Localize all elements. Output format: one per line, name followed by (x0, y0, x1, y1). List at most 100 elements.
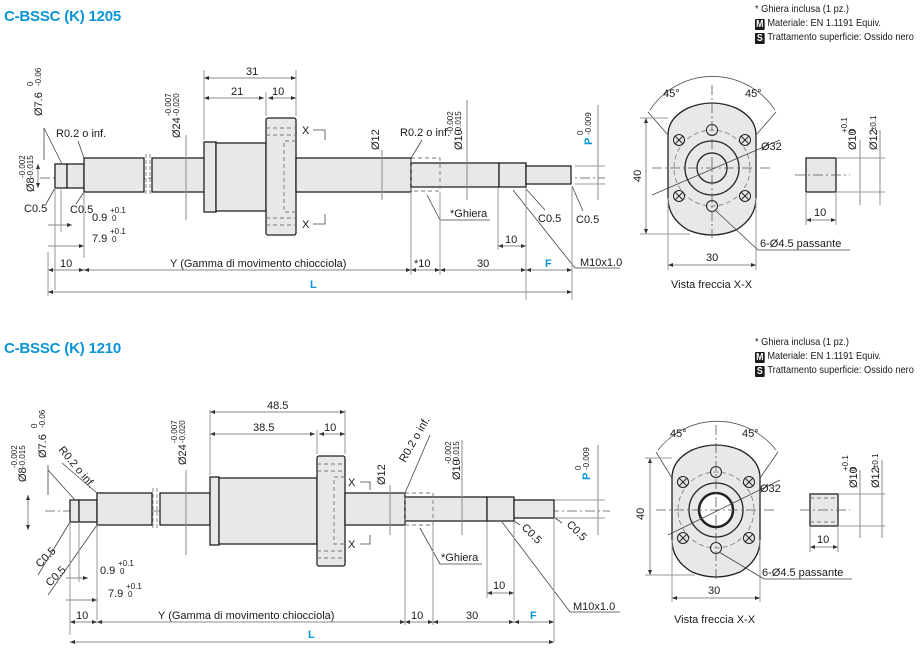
dim-seg-f: F (530, 610, 537, 622)
collar-od: Ø12 (868, 129, 880, 150)
dim-d8-tol-low: -0.015 (26, 155, 35, 178)
dim-d24-tol-low: -0.020 (178, 420, 187, 443)
label-c05-c: C0.5 (538, 213, 561, 225)
drawing-title: C-BSSC (K) 1210 (4, 340, 122, 357)
shaft-end (54, 163, 68, 189)
material-icon: M (755, 352, 765, 363)
shaft-mid (151, 157, 207, 193)
dim-nut-total: 31 (246, 66, 258, 78)
shaft-right (295, 157, 412, 193)
dim-09: 0.9 (100, 565, 115, 577)
label-c05-d: C0.5 (576, 214, 599, 226)
dim-d12: Ø12 (370, 129, 382, 150)
flange-view (647, 76, 781, 238)
collar-id: Ø10 (847, 129, 859, 150)
dim-09-tol-low: 0 (112, 214, 117, 223)
collar-od-tol: ±0.1 (871, 453, 880, 469)
dim-p-tol-low: -0.009 (584, 112, 593, 135)
dim-79-tol-up: +0.1 (110, 227, 126, 236)
collar-id-tol-low: 0 (848, 128, 857, 133)
dim-d10: Ø10 (453, 129, 465, 150)
dim-d24-tol-low: -0.020 (172, 93, 181, 116)
label-ghiera: *Ghiera (441, 552, 479, 564)
dim-seg-ghiera: *10 (414, 258, 431, 270)
material-text: Materiale: EN 1.1191 Equiv. (767, 350, 882, 362)
dim-d8-tol-up: -0.002 (18, 155, 27, 178)
dim-d8: Ø8 (17, 467, 29, 482)
dim-seg-y: Y (Gamma di movimento chiocciola) (158, 610, 334, 622)
dim-seg-y: Y (Gamma di movimento chiocciola) (170, 258, 346, 270)
side-view-drawing: X X 48.5 38.5 10 Ø24 -0.007 -0.020 Ø7.6 … (10, 400, 885, 644)
collar-od: Ø12 (870, 467, 882, 488)
dim-total-l: L (308, 629, 315, 641)
dim-d76-tol-up: 0 (26, 81, 35, 86)
dim-d24-tol-up: -0.007 (164, 93, 173, 116)
label-c05-a: C0.5 (34, 545, 59, 570)
shaft-left (83, 157, 145, 193)
dim-thread-len: 10 (493, 580, 505, 592)
nut-collar (203, 141, 217, 213)
collar-id-tol-low: 0 (849, 466, 858, 471)
dim-79-tol-low: 0 (112, 235, 117, 244)
label-c05-b: C0.5 (70, 204, 93, 216)
dim-d76: Ø7.6 (37, 434, 49, 458)
drawing-1205: C-BSSC (K) 1205 * Ghiera inclusa (1 pz.)… (4, 3, 914, 300)
view-angle-left: 45° (663, 88, 680, 100)
material-text: Materiale: EN 1.1191 Equiv. (767, 17, 882, 29)
label-c05-c: C0.5 (519, 522, 544, 547)
view-angle-right: 45° (742, 428, 759, 440)
dim-d10-tol-up: -0.002 (444, 441, 453, 464)
dim-d10-tol-up: -0.002 (446, 111, 455, 134)
dim-79: 7.9 (92, 233, 107, 245)
side-view-drawing: X X 31 21 10 Ø24 -0.007 -0.020 Ø7.6 0 -0… (18, 66, 885, 300)
surface-text: Trattamento superficie: Ossido nero (767, 364, 914, 376)
section-mark-top: X (302, 125, 310, 137)
dim-d76-tol-up: 0 (30, 423, 39, 428)
thread-section (498, 162, 527, 188)
surface-text: Trattamento superficie: Ossido nero (767, 31, 914, 43)
section-mark-top: X (348, 477, 356, 489)
dim-d10-tol-low: -0.015 (454, 111, 463, 134)
shaft-tip (525, 165, 572, 185)
view-holes: 6-Ø4.5 passante (762, 567, 843, 579)
collar-od-tol: ±0.1 (869, 115, 878, 131)
label-c05-a: C0.5 (24, 203, 47, 215)
dim-seg-ghiera: 10 (411, 610, 423, 622)
dim-09-tol-up: +0.1 (110, 206, 126, 215)
dim-d10-tol-low: -0.015 (452, 441, 461, 464)
dim-d76-tol-low: -0.06 (38, 409, 47, 428)
dim-p: P (583, 138, 595, 145)
collar-len: 10 (814, 207, 826, 219)
dim-nut-flange: 10 (324, 422, 336, 434)
view-caption: Vista freccia X-X (674, 614, 756, 626)
dim-d24: Ø24 (177, 444, 189, 465)
view-width: 30 (706, 252, 718, 264)
dim-d24: Ø24 (171, 117, 183, 138)
label-r02-left: R0.2 o inf. (56, 128, 106, 140)
flange-view (655, 420, 781, 580)
dim-p-tol-up: 0 (574, 465, 583, 470)
dim-nut-total: 48.5 (267, 400, 288, 412)
view-height: 40 (632, 170, 644, 182)
dim-09: 0.9 (92, 212, 107, 224)
shaft-groove (66, 163, 85, 189)
drawing-1210: C-BSSC (K) 1210 * Ghiera inclusa (1 pz.)… (0, 330, 921, 650)
view-caption: Vista freccia X-X (671, 279, 753, 291)
dim-seg-30: 30 (477, 258, 489, 270)
view-pcd: Ø32 (761, 141, 782, 153)
nut-body (215, 142, 267, 212)
dim-d10: Ø10 (451, 459, 463, 480)
surface-icon: S (755, 366, 765, 377)
note-ghiera: * Ghiera inclusa (1 pz.) (755, 3, 849, 15)
dim-79-tol-low: 0 (128, 590, 133, 599)
dim-seg-left: 10 (60, 258, 72, 270)
view-pcd: Ø32 (760, 483, 781, 495)
dim-p: P (581, 473, 593, 480)
label-thread: M10x1.0 (573, 601, 615, 613)
section-mark-bottom: X (348, 539, 356, 551)
